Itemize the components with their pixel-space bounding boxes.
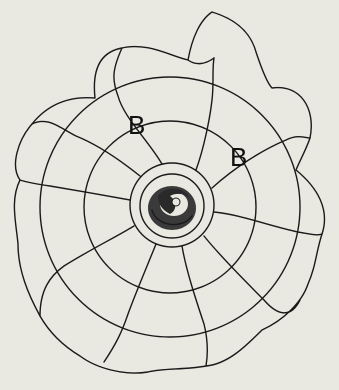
core-flower bbox=[148, 186, 196, 230]
petal-label-b-left: B bbox=[128, 110, 145, 140]
core-dot bbox=[172, 198, 180, 206]
petal-label-b-right: B bbox=[230, 142, 247, 172]
